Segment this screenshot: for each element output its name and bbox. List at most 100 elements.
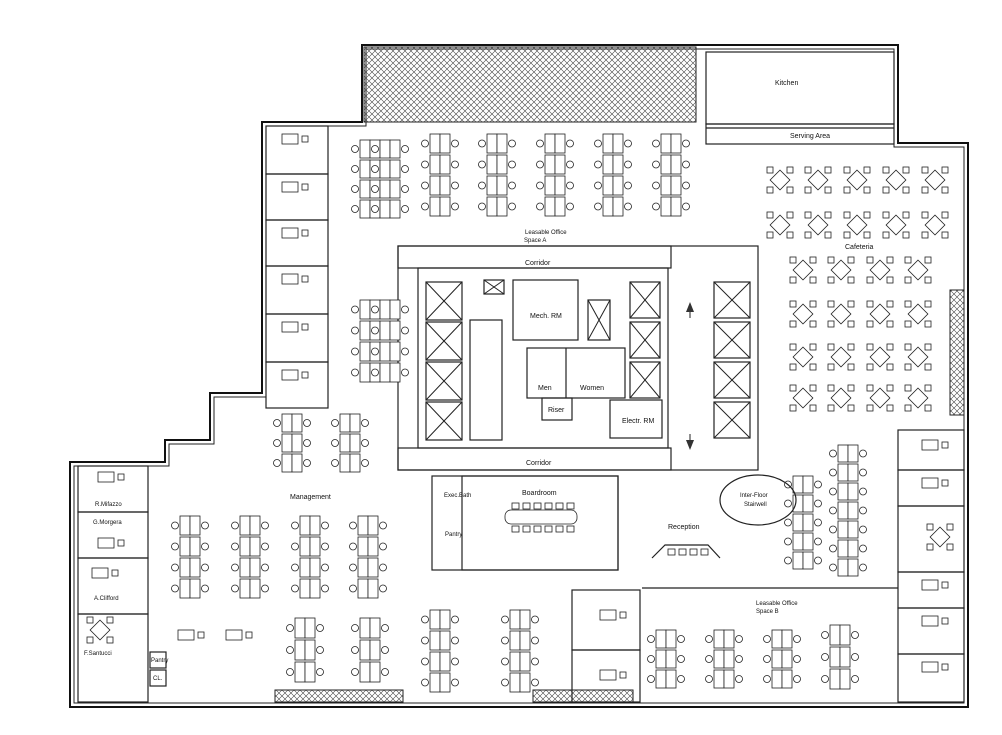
- office-chair: [859, 525, 867, 534]
- boardroom-chair: [511, 525, 520, 533]
- office-chair: [421, 139, 429, 148]
- workstation-desk: [723, 649, 735, 669]
- cafe-chair: [902, 166, 910, 174]
- boardroom-chair: [533, 502, 542, 510]
- office-chair: [647, 675, 655, 683]
- cafe-chair: [789, 363, 797, 371]
- cafe-chair: [786, 186, 794, 194]
- workstation-desk: [369, 661, 381, 683]
- pantry-label: Pantry: [445, 532, 462, 538]
- cafe-chair: [882, 231, 890, 239]
- office-chair: [421, 657, 429, 666]
- office-chair: [349, 563, 357, 572]
- boardroom-chair: [566, 525, 575, 533]
- elevators: [425, 279, 751, 441]
- workstation-desk: [367, 578, 379, 599]
- cafe-chair: [866, 320, 874, 328]
- workstation-desk: [379, 179, 391, 199]
- cafe-chair: [827, 363, 835, 371]
- cafe-table: [869, 387, 891, 409]
- reception-chair: [667, 548, 676, 556]
- cafe-chair: [86, 616, 94, 624]
- office-chair: [735, 655, 743, 663]
- office-chair: [291, 521, 299, 530]
- workstation-desk: [309, 578, 321, 599]
- cafe-chair: [904, 363, 912, 371]
- private-desk: [599, 669, 617, 681]
- workstation-desk: [781, 649, 793, 669]
- office-chair: [451, 181, 459, 190]
- workstation-desk: [309, 536, 321, 557]
- office-chair: [682, 181, 690, 190]
- boardroom-chair: [544, 502, 553, 510]
- cafe-chair: [904, 343, 912, 351]
- elevator-cross: [425, 321, 463, 361]
- office-chair: [291, 563, 299, 572]
- workstation-desk: [839, 668, 851, 690]
- cafe-chair: [866, 343, 874, 351]
- cafe-chair: [789, 343, 797, 351]
- workstation-desk: [792, 475, 804, 494]
- office-chair: [647, 655, 655, 663]
- elevator-shaft: [425, 361, 463, 401]
- office-chair: [859, 544, 867, 553]
- workstation-desk: [369, 639, 381, 661]
- private-chair: [197, 631, 205, 639]
- office-chair: [379, 563, 387, 572]
- cafe-chair: [926, 543, 934, 551]
- cafe-chair: [824, 231, 832, 239]
- workstation-desk: [367, 536, 379, 557]
- office-chair: [451, 615, 459, 624]
- office-chair: [829, 506, 837, 515]
- cafe-chair: [921, 231, 929, 239]
- office-chair: [624, 139, 632, 148]
- mech-room-label: Mech. RM: [530, 313, 562, 320]
- office-chair: [851, 675, 859, 683]
- office-chair: [829, 563, 837, 572]
- workstation-desk: [602, 196, 614, 217]
- cafe-table: [869, 303, 891, 325]
- cafe-chair: [809, 384, 817, 392]
- cafe-chair: [863, 166, 871, 174]
- private-chair: [619, 611, 627, 619]
- office-chair: [316, 624, 324, 632]
- workstation-desk: [189, 578, 201, 599]
- reception-chair: [678, 548, 687, 556]
- workstation-desk: [829, 624, 841, 646]
- cafe-chair: [824, 211, 832, 219]
- office-chair: [652, 181, 660, 190]
- workstation-desk: [655, 669, 667, 689]
- cafe-chair: [847, 276, 855, 284]
- cafe-chair: [827, 276, 835, 284]
- workstation-desk: [713, 669, 725, 689]
- office-chair: [371, 185, 379, 193]
- workstation-desk: [792, 494, 804, 513]
- cafe-table: [885, 214, 907, 236]
- office-chair: [286, 646, 294, 654]
- private-desk: [281, 227, 299, 239]
- office-chair: [478, 181, 486, 190]
- elevator-shaft: [483, 279, 505, 295]
- cafe-chair: [902, 211, 910, 219]
- cafe-chair: [824, 166, 832, 174]
- leasable-a-line1: Leasable Office: [525, 230, 567, 236]
- workstation-desk: [802, 551, 814, 570]
- office-chair: [451, 160, 459, 169]
- workstation-desk: [429, 672, 441, 693]
- elevator-shaft: [587, 299, 611, 341]
- cafe-chair: [106, 636, 114, 644]
- cafe-chair: [766, 166, 774, 174]
- office-chair: [478, 139, 486, 148]
- small-pantry-label: Pantry: [151, 658, 168, 664]
- office-chair: [652, 160, 660, 169]
- cafe-chair: [766, 231, 774, 239]
- workstation-desk: [291, 453, 303, 473]
- cafe-chair: [847, 384, 855, 392]
- workstation-desk: [612, 133, 624, 154]
- office-chair: [331, 459, 339, 467]
- men-label: Men: [538, 385, 552, 392]
- cafe-table: [924, 169, 946, 191]
- office-chair: [371, 145, 379, 153]
- cafe-table: [830, 346, 852, 368]
- private-chair: [117, 473, 125, 481]
